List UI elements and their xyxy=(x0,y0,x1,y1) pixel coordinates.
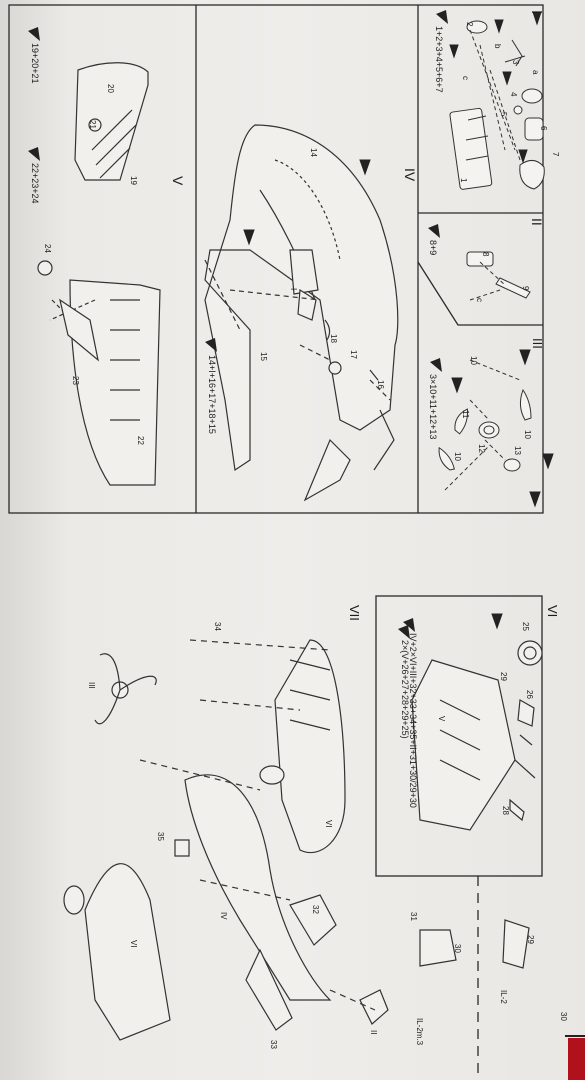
part-label: II xyxy=(369,1030,378,1035)
section-ii-drawing xyxy=(466,251,531,301)
part-label: 32 xyxy=(311,905,320,914)
section-vii-steps: IV+2×VI+III+32+33+34+35+II+31+30/29+30 xyxy=(408,633,418,808)
part-label: 13 xyxy=(513,446,522,455)
part-label: 30 xyxy=(453,944,462,953)
part-label: 24 xyxy=(43,244,52,253)
part-label: IV xyxy=(219,912,228,920)
part-label: 2 xyxy=(465,22,474,27)
part-label: 19 xyxy=(129,176,138,185)
part-label: 35 xyxy=(156,832,165,841)
section-vi-numeral: VI xyxy=(545,605,560,618)
section-iii-numeral: III xyxy=(530,338,545,349)
section-vi-drawing xyxy=(411,640,543,831)
section-v-steps-left: 19+20+21 xyxy=(30,43,40,84)
part-label: 21 xyxy=(88,120,97,129)
part-label: b xyxy=(493,44,502,49)
part-label: 22 xyxy=(136,436,145,445)
section-vii-drawing xyxy=(63,639,530,1041)
part-label: 17 xyxy=(349,350,358,359)
part-label: 15 xyxy=(259,352,268,361)
section-iv-steps: 14+I+16+17+18+15 xyxy=(207,355,217,434)
part-label: 25 xyxy=(521,622,530,631)
part-label: 10 xyxy=(523,430,532,439)
section-iii-drawing xyxy=(438,359,532,491)
part-label: 18 xyxy=(329,334,338,343)
section-iv-drawing xyxy=(204,124,399,502)
part-label: 23 xyxy=(71,376,80,385)
part-label: 10 xyxy=(469,356,478,365)
part-label: 6 xyxy=(539,126,548,131)
part-label: 26 xyxy=(525,690,534,699)
part-label: 30 xyxy=(559,1012,568,1021)
part-label: V xyxy=(437,716,446,722)
section-iii-steps: 3×10+11+12+13 xyxy=(428,374,438,440)
section-ii-steps: 8+9 xyxy=(428,240,438,256)
part-label: VI xyxy=(324,820,333,828)
section-i-drawing xyxy=(449,20,545,190)
section-vi-frame xyxy=(375,595,543,877)
warning-triangle-icon xyxy=(243,11,554,630)
part-label: 9 xyxy=(521,286,530,291)
part-label: IL-2m.3 xyxy=(415,1018,424,1046)
section-i-numeral: I xyxy=(528,10,545,15)
part-label: 12 xyxy=(477,444,486,453)
section-v-numeral: V xyxy=(170,176,186,186)
part-label: VI xyxy=(129,940,138,948)
part-label: I xyxy=(289,288,298,291)
section-i-steps: 1+2+3+4+5+6+7 xyxy=(434,26,444,93)
part-label: 14 xyxy=(309,148,318,157)
part-label: IL-2 xyxy=(499,990,508,1004)
section-vii-numeral: VII xyxy=(347,605,362,621)
part-label: 1 xyxy=(459,178,468,183)
corner-accent xyxy=(568,1038,585,1080)
part-label: 5 xyxy=(499,112,508,117)
part-label: 31 xyxy=(409,912,418,921)
part-label: 29 xyxy=(499,672,508,681)
section-v-steps-right: 22+23+24 xyxy=(30,163,40,204)
section-ii-numeral: II xyxy=(529,218,545,226)
section-divider-ii-iii xyxy=(417,261,543,326)
section-iv-numeral: IV xyxy=(402,168,418,182)
part-label: 3 xyxy=(511,60,520,65)
part-label: 10 xyxy=(453,452,462,461)
part-label: 20 xyxy=(106,84,115,93)
left-page-frame xyxy=(8,4,544,514)
part-label: 34 xyxy=(213,622,222,631)
part-label: 4 xyxy=(509,92,518,97)
section-v-drawing xyxy=(37,62,161,486)
part-label: 8 xyxy=(481,252,490,257)
part-label: 16 xyxy=(376,380,385,389)
part-label: III xyxy=(87,682,96,689)
part-label: 29 xyxy=(526,935,535,944)
part-label: c xyxy=(461,76,470,80)
part-label: a xyxy=(531,70,540,75)
part-label: 28 xyxy=(501,806,510,815)
part-label: 11 xyxy=(461,410,470,419)
part-label: 7 xyxy=(551,152,560,157)
part-label: 33 xyxy=(269,1040,278,1049)
part-label: c xyxy=(475,298,484,302)
